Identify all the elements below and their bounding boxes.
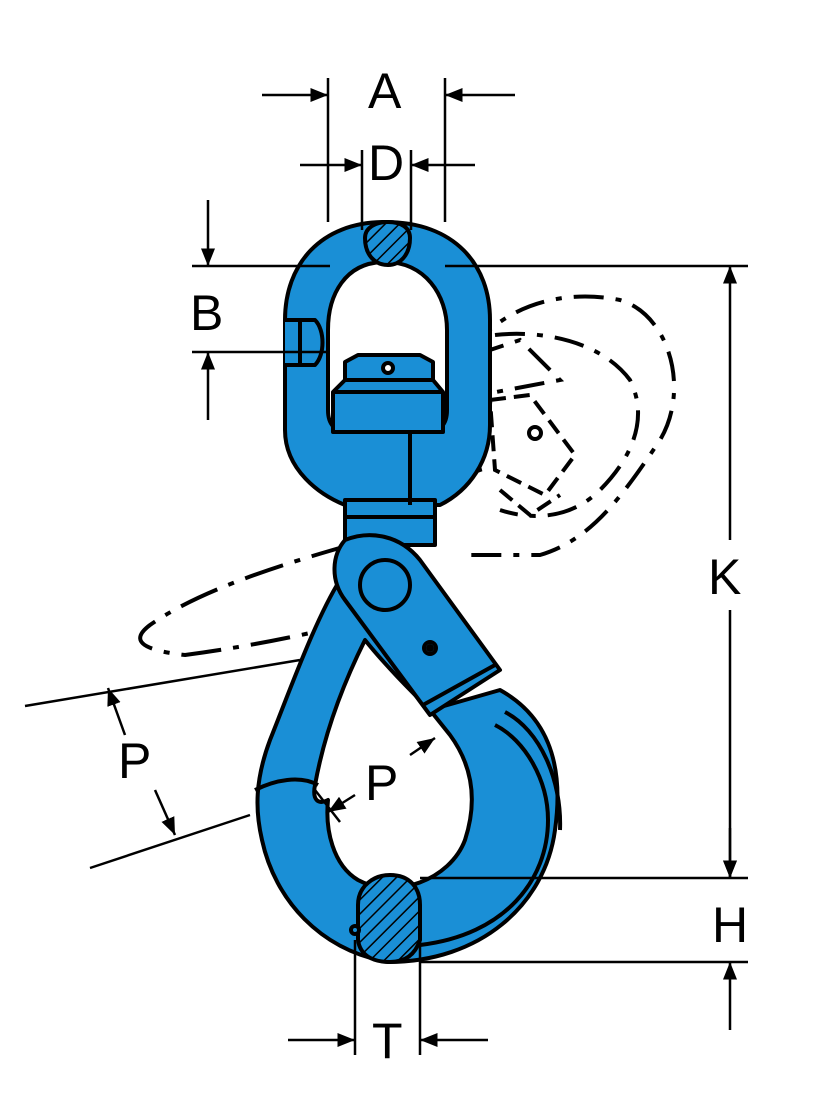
label-H: H [712,897,748,953]
label-P-inner: P [365,755,398,811]
label-B: B [190,285,223,341]
label-T: T [372,1013,403,1069]
hook-body [254,578,563,964]
swivel-eye [283,220,492,547]
latch-bolt-dashed [527,425,543,441]
latch-closed [332,533,502,717]
label-A: A [368,63,402,119]
label-K: K [708,549,741,605]
dimension-lines [24,78,748,1055]
label-P-left: P [118,733,151,789]
latch-rotated-position-dashed [138,543,381,658]
label-D: D [368,135,404,191]
latch-open-position-dashed [468,294,676,557]
